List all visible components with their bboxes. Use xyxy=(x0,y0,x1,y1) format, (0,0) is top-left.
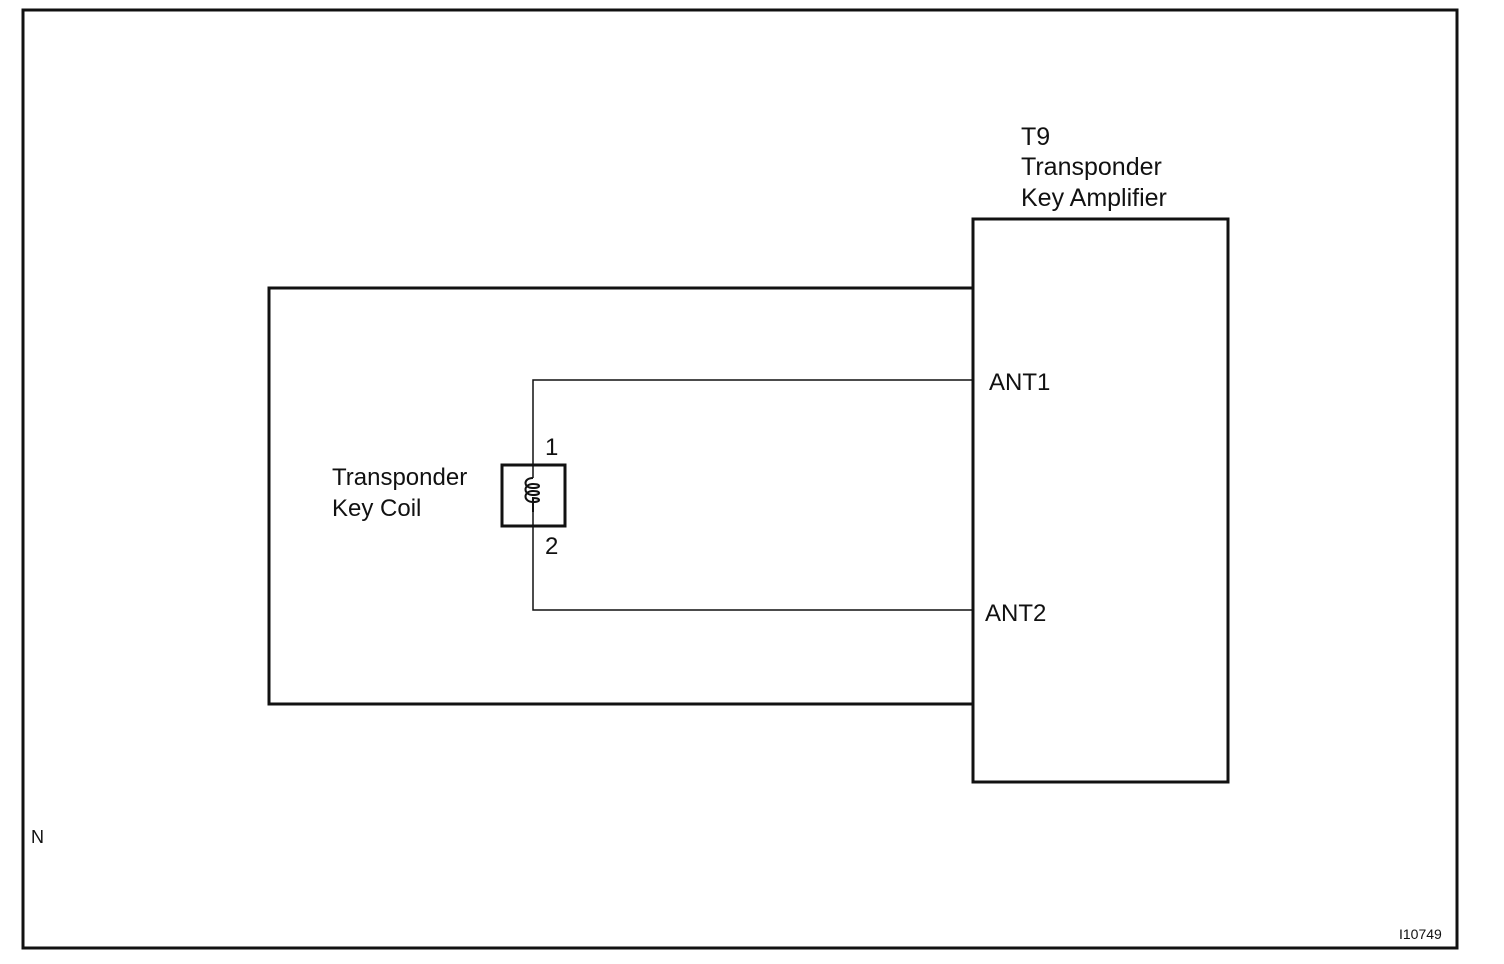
amplifier-box xyxy=(971,217,1230,784)
amplifier-code: T9 xyxy=(1021,123,1050,151)
outer-frame xyxy=(21,8,1459,950)
pin-ant1-label: ANT1 xyxy=(989,369,1050,396)
coil-pin-2-label: 2 xyxy=(545,533,558,560)
coil-symbol xyxy=(500,463,567,528)
amplifier-name-line1: Transponder xyxy=(1021,153,1162,181)
shield-loop-wire xyxy=(267,286,973,706)
coil-name-line1: Transponder xyxy=(332,464,467,491)
ant2-wire xyxy=(532,526,973,611)
pin-ant2-label: ANT2 xyxy=(985,600,1046,627)
ant1-wire xyxy=(532,379,973,465)
coil-pin-1-label: 1 xyxy=(545,434,558,461)
figure-id: I10749 xyxy=(1399,926,1442,942)
coil-name-line2: Key Coil xyxy=(332,495,421,522)
coil-winding-icon xyxy=(524,477,540,512)
amplifier-name-line2: Key Amplifier xyxy=(1021,184,1167,212)
corner-mark: N xyxy=(31,827,44,847)
